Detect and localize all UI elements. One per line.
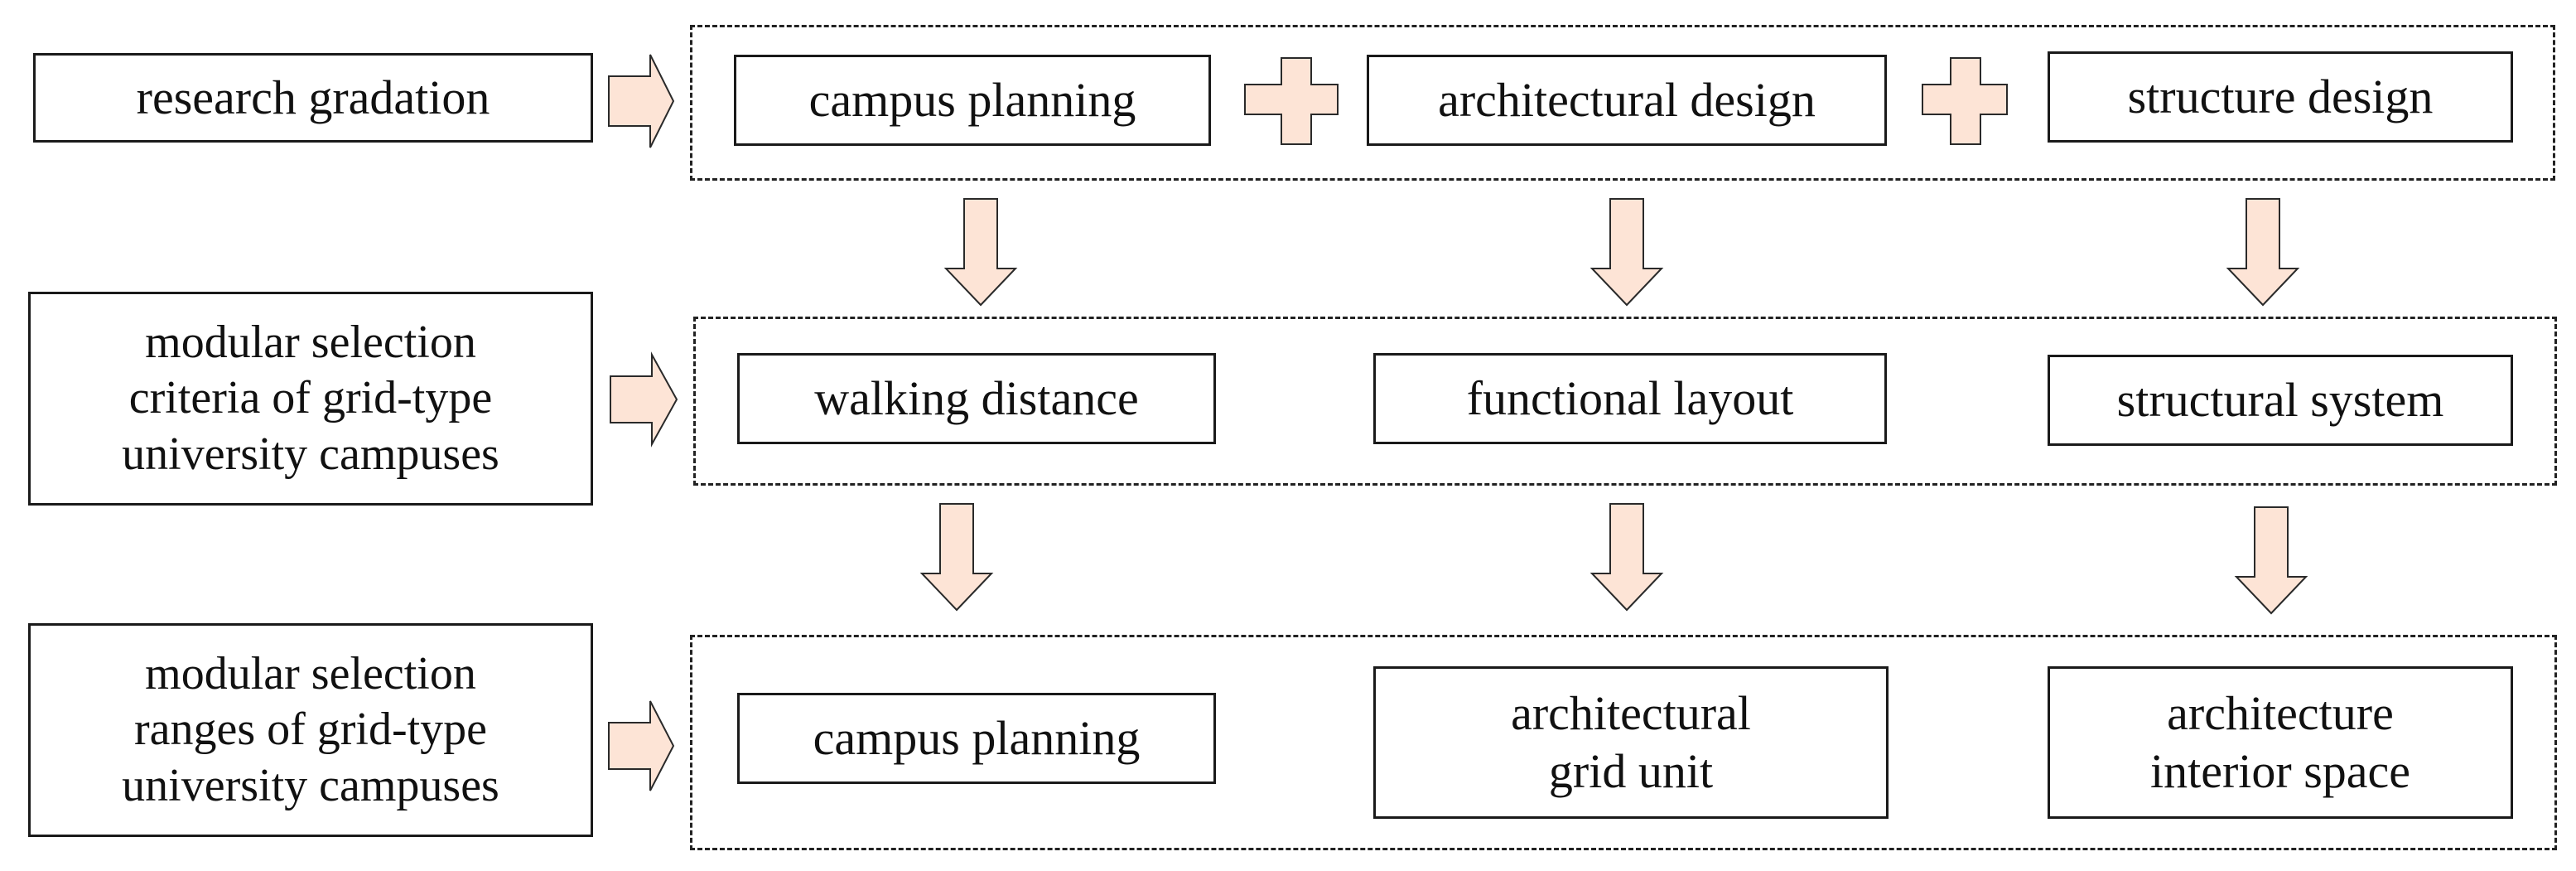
down-arrow-icon <box>943 198 1018 307</box>
item-walking-distance: walking distance <box>737 353 1216 444</box>
row-label-selection-ranges: modular selection ranges of grid-type un… <box>28 623 593 837</box>
row-1-group <box>690 25 2555 181</box>
row-2-group <box>693 317 2557 486</box>
plus-icon <box>1244 57 1339 145</box>
down-arrow-icon <box>1589 198 1664 307</box>
item-structural-system: structural system <box>2048 355 2513 446</box>
item-functional-layout: functional layout <box>1373 353 1887 444</box>
right-arrow-icon <box>608 700 675 791</box>
item-campus-planning: campus planning <box>734 55 1211 146</box>
row-3-group <box>690 635 2557 850</box>
row-label-research-gradation: research gradation <box>33 53 593 143</box>
down-arrow-icon <box>1589 503 1664 612</box>
right-arrow-icon <box>610 351 678 448</box>
plus-icon <box>1922 57 2008 145</box>
down-arrow-icon <box>2234 506 2308 615</box>
item-architectural-grid-unit: architectural grid unit <box>1373 666 1889 819</box>
item-architecture-interior-space: architecture interior space <box>2048 666 2513 819</box>
item-structure-design: structure design <box>2048 51 2513 143</box>
down-arrow-icon <box>919 503 994 612</box>
item-architectural-design: architectural design <box>1367 55 1887 146</box>
item-campus-planning-range: campus planning <box>737 693 1216 784</box>
down-arrow-icon <box>2226 198 2300 307</box>
right-arrow-icon <box>608 54 675 148</box>
row-label-selection-criteria: modular selection criteria of grid-type … <box>28 292 593 506</box>
